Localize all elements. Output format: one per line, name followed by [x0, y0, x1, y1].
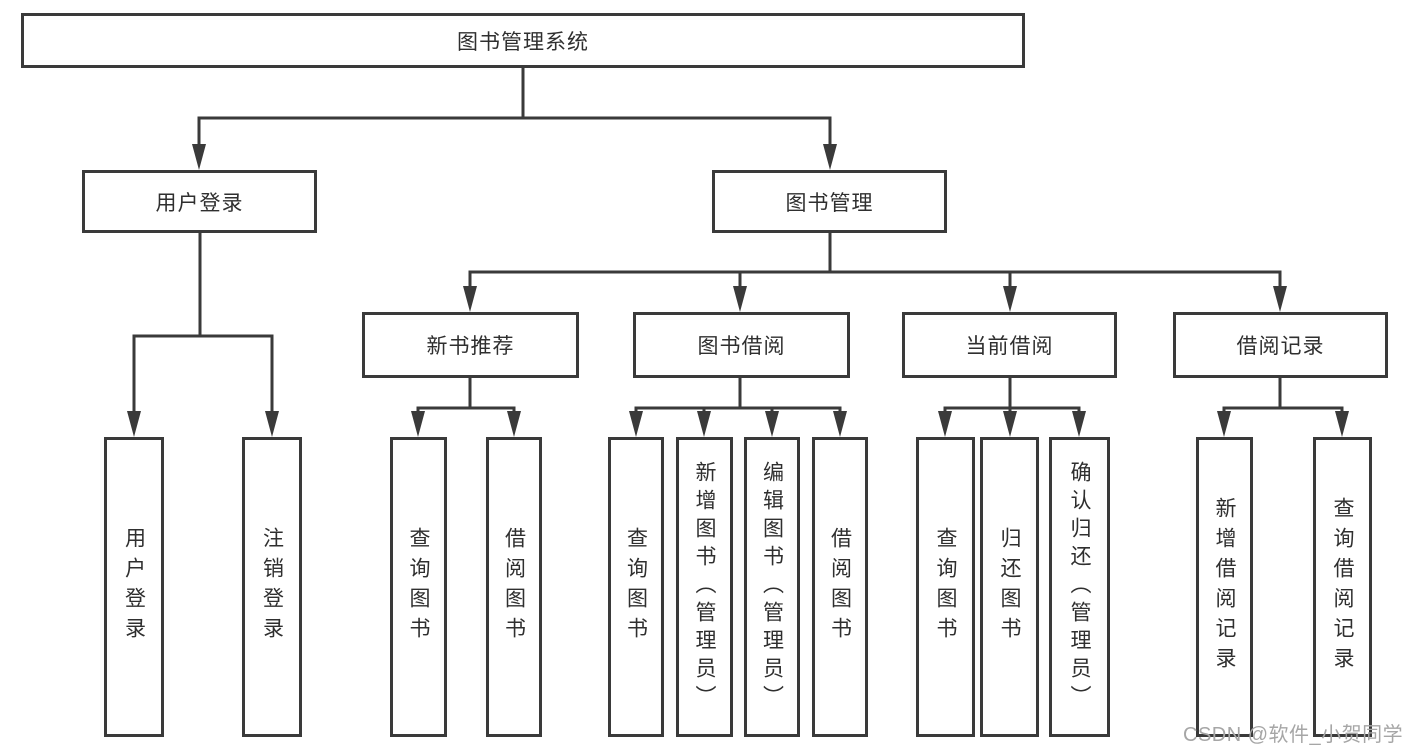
node-current-borrow: 当前借阅: [902, 312, 1117, 378]
leaf-return-book: 归还图书: [980, 437, 1039, 737]
leaf-query-book-borrow: 查询图书: [608, 437, 664, 737]
node-new-book-recommend: 新书推荐: [362, 312, 579, 378]
node-book-borrow: 图书借阅: [633, 312, 850, 378]
csdn-watermark: CSDN @软件_小贺同学: [1183, 724, 1404, 746]
node-book-management: 图书管理: [712, 170, 947, 233]
leaf-query-book-recommend: 查询图书: [390, 437, 447, 737]
leaf-borrow-book: 借阅图书: [812, 437, 868, 737]
node-root: 图书管理系统: [21, 13, 1025, 68]
leaf-borrow-book-recommend: 借阅图书: [486, 437, 542, 737]
leaf-logout: 注销登录: [242, 437, 302, 737]
arrowheads: [127, 144, 1349, 437]
node-user-login: 用户登录: [82, 170, 317, 233]
leaf-query-borrow-record: 查询借阅记录: [1313, 437, 1372, 737]
leaf-edit-book-admin: 编辑图书（管理员）: [744, 437, 800, 737]
leaf-query-book-current: 查询图书: [916, 437, 975, 737]
node-borrow-records: 借阅记录: [1173, 312, 1388, 378]
leaf-add-borrow-record: 新增借阅记录: [1196, 437, 1253, 737]
leaf-confirm-return-admin: 确认归还（管理员）: [1049, 437, 1110, 737]
leaf-add-book-admin: 新增图书（管理员）: [676, 437, 733, 737]
leaf-user-login: 用户登录: [104, 437, 164, 737]
